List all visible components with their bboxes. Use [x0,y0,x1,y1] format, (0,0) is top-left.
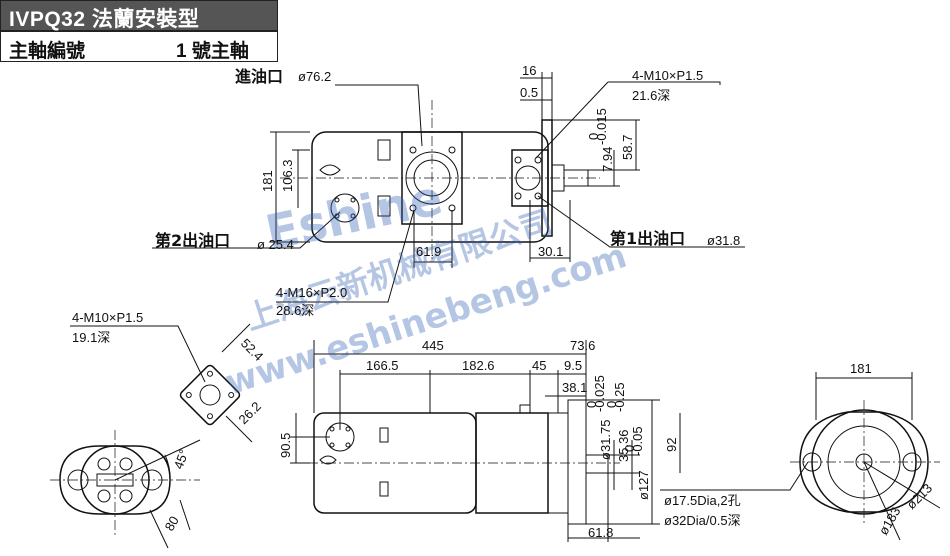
dimension-label: ø183 [876,504,904,537]
dimension-label: 7.94 [600,147,615,172]
dimension-label: 4-M16×P2.0 [276,285,347,300]
side-port-view [50,323,253,549]
dimension-label: 61.8 [588,525,613,540]
outlet1-dia: ø31.8 [707,233,740,248]
dimension-label: 0 [604,401,619,408]
inlet-dia: ø76.2 [298,69,331,84]
shaft-value: 1 號主軸 [176,41,249,62]
dimension-label: 90.5 [278,433,293,458]
end-view [790,372,941,541]
dimension-label: 30.1 [538,244,563,259]
model-title: IVPQ32 法蘭安裝型 [0,0,278,31]
dimension-label: 58.7 [620,135,635,160]
dimension-label: 4-M10×P1.5 [632,68,703,83]
side-dimensions: 4-M10×P1.5 19.1深 52.4 26.2 45° 80 [72,310,266,534]
dimension-label: 28.6深 [276,303,314,318]
inlet-label: 進油口 [235,67,283,86]
dimension-label: ø127 [636,470,651,500]
dimension-label: 9.5 [564,358,582,373]
outlet1-label: 第1出油口 [610,229,685,248]
shaft-row: 主軸編號 1 號主軸 [0,31,278,62]
top-dimensions: 16 0.5 4-M10×P1.5 21.6深 7.94 0 -0.015 58… [260,63,703,318]
dimension-label: ø32Dia/0.5深 [664,513,741,528]
outlet2-dia: ø 25.4 [257,237,294,252]
dimension-label: 4-M10×P1.5 [72,310,143,325]
dimension-label: -0.05 [630,426,645,456]
dimension-label: 61.9 [416,244,441,259]
dimension-label: 38.1 [562,380,587,395]
dimension-label: 0 [584,401,599,408]
main-side-view [290,340,809,542]
dimension-label: 26.2 [236,399,265,428]
end-dimensions: 181 ø213 ø183 [850,361,935,538]
dimension-label: 45° [171,447,192,471]
dimension-label: 16 [522,63,536,78]
dimension-label: -0.25 [612,382,627,412]
dimension-label: ø31.75 [598,420,613,460]
dimension-label: 106.3 [280,159,295,192]
dimension-label: 45 [532,358,546,373]
dimension-label: 92 [664,438,679,452]
dimension-label: 19.1深 [72,330,110,345]
dimension-label: 0 [586,133,601,140]
dimension-label: 166.5 [366,358,399,373]
dimension-label: 445 [422,338,444,353]
dimension-label: 182.6 [462,358,495,373]
dimension-label: 73.6 [570,338,595,353]
main-dimensions: 445 73.6 166.5 182.6 45 9.5 38.1 90.5 ø3… [278,338,741,540]
dimension-label: 181 [850,361,872,376]
dimension-label: ø213 [904,481,936,513]
dimension-label: 80 [162,513,182,533]
port-labels: 進油口 ø76.2 第2出油口 ø 25.4 第1出油口 ø31.8 [155,67,740,252]
shaft-label: 主軸編號 [9,41,86,62]
dimension-label: 0 [622,445,637,452]
dimension-label: 35.36 [616,429,631,462]
dimension-label: ø17.5Dia,2孔 [664,493,741,508]
outlet2-label: 第2出油口 [155,231,230,250]
dimension-label: -0.025 [592,375,607,412]
dimension-label: -0.015 [594,108,609,145]
dimension-label: 181 [260,170,275,192]
dimension-label: 0.5 [520,85,538,100]
top-view [152,72,745,303]
dimension-label: 21.6深 [632,88,670,103]
